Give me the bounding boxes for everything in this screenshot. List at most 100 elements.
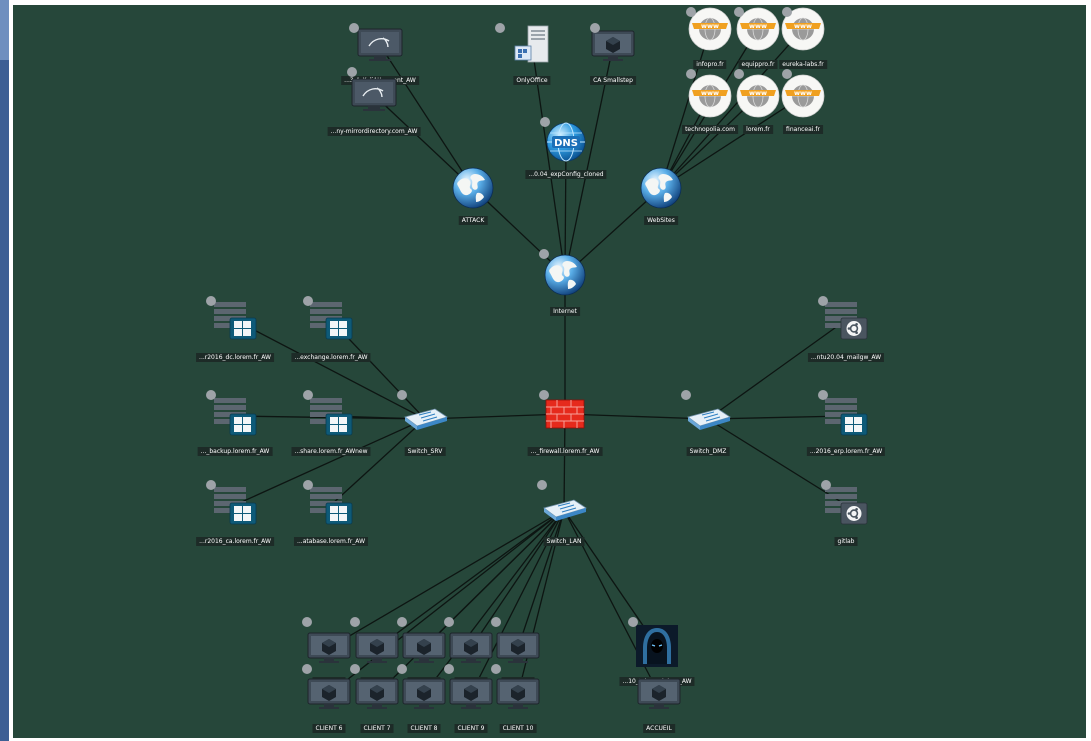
windows-server-icon[interactable] bbox=[308, 396, 354, 436]
node-label[interactable]: ATTACK bbox=[458, 216, 488, 225]
cloud-globe-icon[interactable] bbox=[543, 253, 587, 297]
node-label[interactable]: CLIENT 10 bbox=[499, 724, 537, 733]
vm-monitor-icon[interactable] bbox=[354, 678, 400, 710]
windows-server-icon[interactable] bbox=[308, 300, 354, 340]
www-globe-icon[interactable]: www bbox=[781, 7, 825, 51]
windows-server-icon[interactable] bbox=[212, 300, 258, 340]
node-label[interactable]: gitlab bbox=[834, 537, 858, 546]
node-label[interactable]: CLIENT 8 bbox=[407, 724, 441, 733]
link-dns-internet[interactable] bbox=[564, 141, 567, 276]
link-client7-switch_lan[interactable] bbox=[376, 509, 565, 695]
node-label[interactable]: Switch_SRV bbox=[404, 447, 446, 456]
switch-icon[interactable] bbox=[540, 496, 588, 524]
node-label[interactable]: Switch_LAN bbox=[543, 537, 585, 546]
node-label[interactable]: ...atabase.lorem.fr_AW bbox=[293, 537, 369, 546]
www-globe-icon[interactable]: www bbox=[688, 74, 732, 118]
node-label[interactable]: ..._firewall.lorem.fr_AW bbox=[527, 447, 603, 456]
node-label[interactable]: ...ntu20.04_mailgw_AW bbox=[807, 353, 885, 362]
node-label[interactable]: infopro.fr bbox=[693, 60, 727, 69]
ubuntu-server-icon[interactable] bbox=[823, 300, 869, 340]
vm-monitor-icon[interactable] bbox=[354, 632, 400, 664]
node-label[interactable]: technopolia.com bbox=[682, 125, 738, 134]
link-client4-switch_lan[interactable] bbox=[470, 509, 565, 649]
kali-linux-monitor-icon[interactable] bbox=[355, 28, 405, 62]
node-label[interactable]: ...exchange.lorem.fr_AW bbox=[291, 353, 371, 362]
server-tower-icon[interactable] bbox=[512, 24, 552, 68]
node-label[interactable]: CLIENT 7 bbox=[360, 724, 394, 733]
node-label[interactable]: CA Smallstep bbox=[590, 76, 636, 85]
cloud-globe-icon[interactable] bbox=[639, 166, 683, 210]
link-client5-switch_lan[interactable] bbox=[517, 509, 565, 649]
node-label[interactable]: CLIENT 6 bbox=[312, 724, 346, 733]
windows-server-icon[interactable] bbox=[308, 485, 354, 525]
vm-monitor-icon[interactable] bbox=[306, 632, 352, 664]
vm-monitor-icon[interactable] bbox=[590, 30, 636, 62]
node-label[interactable]: ...ny-mirrordirectory.com_AW bbox=[327, 127, 421, 136]
status-dot bbox=[539, 249, 549, 259]
link-web_financeai-websites[interactable] bbox=[660, 95, 804, 189]
vm-monitor-icon[interactable] bbox=[495, 632, 541, 664]
node-label[interactable]: OnlyOffice bbox=[513, 76, 551, 85]
link-dmz_erp-switch_dmz[interactable] bbox=[707, 415, 847, 420]
kali-linux-monitor-icon[interactable] bbox=[349, 78, 399, 112]
node-label[interactable]: eureka-labs.fr bbox=[779, 60, 827, 69]
node-label[interactable]: ...share.lorem.fr_AWnew bbox=[291, 447, 371, 456]
link-client8-switch_lan[interactable] bbox=[423, 509, 565, 695]
www-globe-icon[interactable]: www bbox=[736, 74, 780, 118]
node-label[interactable]: Switch_DMZ bbox=[686, 447, 730, 456]
link-srv_ca-switch_srv[interactable] bbox=[234, 418, 426, 506]
vm-monitor-icon[interactable] bbox=[448, 678, 494, 710]
link-web_eurekalabs-websites[interactable] bbox=[660, 28, 804, 189]
topology-canvas[interactable]: ...3.4_KaliAttaquant_AW ...ny-mirrordire… bbox=[13, 5, 1086, 738]
link-dmz_gitlab-switch_dmz[interactable] bbox=[707, 418, 847, 506]
topology-links bbox=[234, 28, 847, 695]
node-label[interactable]: ...r2016_ca.lorem.fr_AW bbox=[196, 537, 274, 546]
vm-monitor-icon[interactable] bbox=[401, 632, 447, 664]
switch-icon[interactable] bbox=[401, 405, 449, 433]
link-dns_mirror-attack[interactable] bbox=[373, 94, 474, 189]
vm-monitor-icon[interactable] bbox=[636, 678, 682, 710]
link-client6-switch_lan[interactable] bbox=[328, 509, 565, 695]
link-web_lorem-websites[interactable] bbox=[660, 95, 759, 189]
ubuntu-server-icon[interactable] bbox=[823, 485, 869, 525]
link-firewall-switch_srv[interactable] bbox=[424, 413, 566, 420]
windows-server-icon[interactable] bbox=[212, 396, 258, 436]
node-label[interactable]: ACCUEIL bbox=[643, 724, 675, 733]
switch-icon[interactable] bbox=[684, 405, 732, 433]
www-globe-icon[interactable]: www bbox=[736, 7, 780, 51]
cloud-globe-icon[interactable] bbox=[451, 166, 495, 210]
link-firewall-switch_dmz[interactable] bbox=[564, 413, 709, 420]
link-kali_attaquant-attack[interactable] bbox=[379, 44, 474, 189]
link-client1-switch_lan[interactable] bbox=[328, 509, 565, 649]
node-label[interactable]: ...r2016_dc.lorem.fr_AW bbox=[196, 353, 274, 362]
node-label[interactable]: ..._backup.lorem.fr_AW bbox=[197, 447, 273, 456]
link-websites-internet[interactable] bbox=[564, 187, 662, 276]
vm-monitor-icon[interactable] bbox=[401, 678, 447, 710]
node-label[interactable]: lorem.fr bbox=[743, 125, 773, 134]
vm-monitor-icon[interactable] bbox=[495, 678, 541, 710]
link-win10_debug-switch_lan[interactable] bbox=[563, 509, 658, 647]
link-srv_dc-switch_srv[interactable] bbox=[234, 319, 426, 420]
node-label[interactable]: WebSites bbox=[644, 216, 678, 225]
node-label[interactable]: equippro.fr bbox=[738, 60, 778, 69]
link-attack-internet[interactable] bbox=[472, 187, 566, 276]
link-srv_database-switch_srv[interactable] bbox=[330, 418, 426, 506]
windows-server-icon[interactable] bbox=[823, 396, 869, 436]
firewall-icon[interactable] bbox=[545, 399, 585, 429]
www-globe-icon[interactable]: www bbox=[781, 74, 825, 118]
node-label[interactable]: financeai.fr bbox=[783, 125, 823, 134]
node-label[interactable]: Internet bbox=[550, 307, 580, 316]
windows-server-icon[interactable] bbox=[212, 485, 258, 525]
link-web_infopro-websites[interactable] bbox=[660, 28, 711, 189]
vm-monitor-icon[interactable] bbox=[306, 678, 352, 710]
link-firewall-switch_lan[interactable] bbox=[563, 413, 566, 511]
www-globe-icon[interactable]: www bbox=[688, 7, 732, 51]
dns-globe-icon[interactable]: DNS bbox=[546, 122, 586, 162]
hooded-hacker-icon[interactable] bbox=[635, 624, 679, 668]
vm-monitor-icon[interactable] bbox=[448, 632, 494, 664]
link-client2-switch_lan[interactable] bbox=[376, 509, 565, 649]
node-label[interactable]: CLIENT 9 bbox=[454, 724, 488, 733]
node-label[interactable]: ...2016_erp.lorem.fr_AW bbox=[806, 447, 886, 456]
node-label[interactable]: ...0.04_expConfig_cloned bbox=[525, 170, 607, 179]
link-dmz_mail-switch_dmz[interactable] bbox=[707, 319, 847, 420]
